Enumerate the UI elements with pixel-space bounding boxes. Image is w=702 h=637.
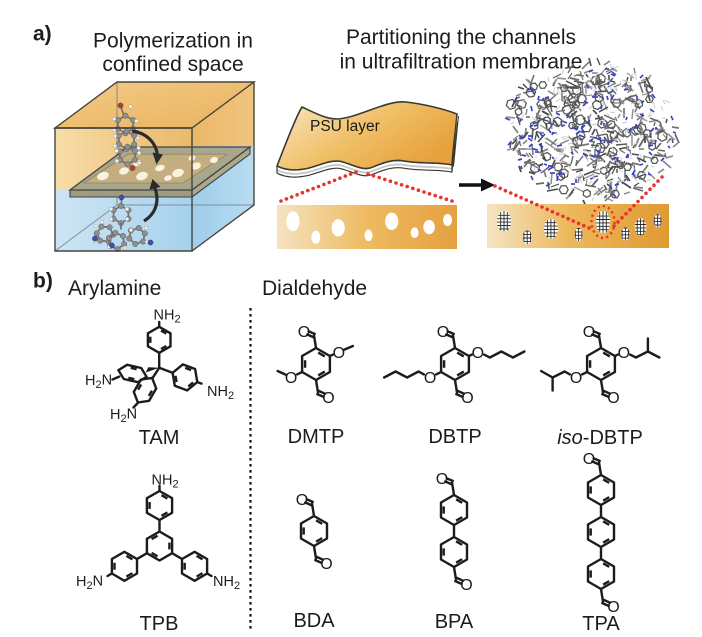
svg-text:DBTP: DBTP [428,426,481,448]
svg-text:Dialdehyde: Dialdehyde [262,277,367,300]
svg-text:O: O [460,577,472,594]
svg-text:a): a) [33,23,52,46]
svg-text:DMTP: DMTP [288,426,345,448]
svg-text:O: O [607,390,619,407]
svg-text:confined space: confined space [102,53,243,76]
svg-text:O: O [320,556,332,573]
svg-text:O: O [333,345,345,362]
svg-text:O: O [424,370,436,387]
svg-text:NH2: NH2 [154,308,181,326]
svg-text:O: O [583,324,595,341]
svg-text:O: O [322,390,334,407]
svg-text:O: O [298,324,310,341]
svg-text:TAM: TAM [139,427,180,449]
svg-text:H2N: H2N [85,373,112,392]
svg-text:BPA: BPA [435,611,474,633]
svg-text:NH2: NH2 [213,574,240,592]
svg-text:NH2: NH2 [152,473,179,491]
svg-text:O: O [296,492,308,509]
svg-text:BDA: BDA [293,610,335,632]
svg-text:O: O [436,471,448,488]
svg-text:O: O [583,451,595,468]
svg-text:H2N: H2N [110,407,137,426]
svg-text:b): b) [33,269,53,292]
svg-text:O: O [607,599,619,616]
svg-text:TPB: TPB [140,613,179,635]
svg-text:Polymerization in: Polymerization in [93,30,253,53]
svg-text:O: O [461,390,473,407]
svg-text:Arylamine: Arylamine [68,277,161,300]
svg-text:Partitioning the channels: Partitioning the channels [346,26,576,49]
svg-text:iso-DBTP: iso-DBTP [557,427,643,449]
svg-text:TPA: TPA [582,613,620,635]
svg-text:PSU layer: PSU layer [310,118,380,135]
svg-text:O: O [285,370,297,387]
svg-text:O: O [570,370,582,387]
svg-text:NH2: NH2 [207,384,234,402]
svg-text:O: O [437,324,449,341]
svg-text:O: O [618,345,630,362]
svg-text:H2N: H2N [76,574,103,593]
svg-text:O: O [472,345,484,362]
svg-text:in ultrafiltration membrane: in ultrafiltration membrane [340,51,583,74]
